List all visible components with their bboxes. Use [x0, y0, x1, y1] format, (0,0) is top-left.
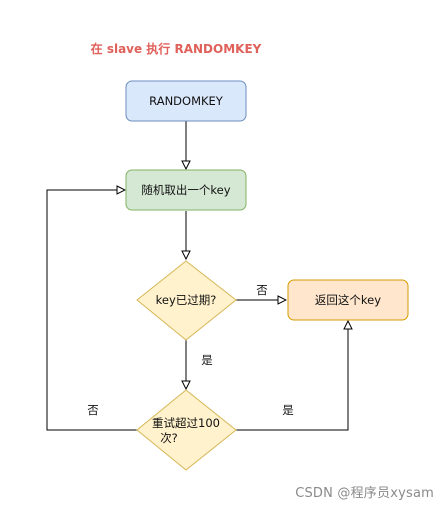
- node-retry-decision: 重试超过100 次?: [136, 389, 237, 471]
- edge-label-retry-yes: 是: [282, 403, 294, 417]
- edge-label-expired-yes: 是: [201, 353, 213, 367]
- edge-label-expired-no: 否: [256, 283, 268, 297]
- node-pick-random-key: 随机取出一个key: [125, 169, 247, 211]
- node-pick-random-key-box: [125, 169, 247, 211]
- edge-retry-no-loop-to-pick: [46, 190, 137, 431]
- node-randomkey: RANDOMKEY: [125, 80, 247, 122]
- node-return-key-box: [287, 279, 409, 321]
- node-retry-label-line2: 次?: [160, 431, 178, 445]
- node-key-expired-diamond: [136, 260, 237, 341]
- node-retry-diamond: [136, 389, 237, 471]
- node-return-key-label: 返回这个key: [315, 293, 381, 307]
- watermark: CSDN @程序员xysam: [295, 486, 434, 501]
- node-key-expired-decision: key已过期?: [136, 260, 237, 341]
- node-randomkey-label: RANDOMKEY: [149, 94, 224, 108]
- node-retry-label-line1: 重试超过100: [152, 416, 220, 430]
- node-return-key: 返回这个key: [287, 279, 409, 321]
- node-pick-random-key-label: 随机取出一个key: [141, 183, 230, 197]
- edge-label-retry-no: 否: [87, 403, 99, 417]
- node-randomkey-box: [125, 80, 247, 122]
- edges: [46, 121, 348, 431]
- node-key-expired-label: key已过期?: [156, 293, 217, 307]
- diagram-title: 在 slave 执行 RANDOMKEY: [90, 42, 262, 56]
- edge-retry-yes-to-return: [236, 322, 348, 431]
